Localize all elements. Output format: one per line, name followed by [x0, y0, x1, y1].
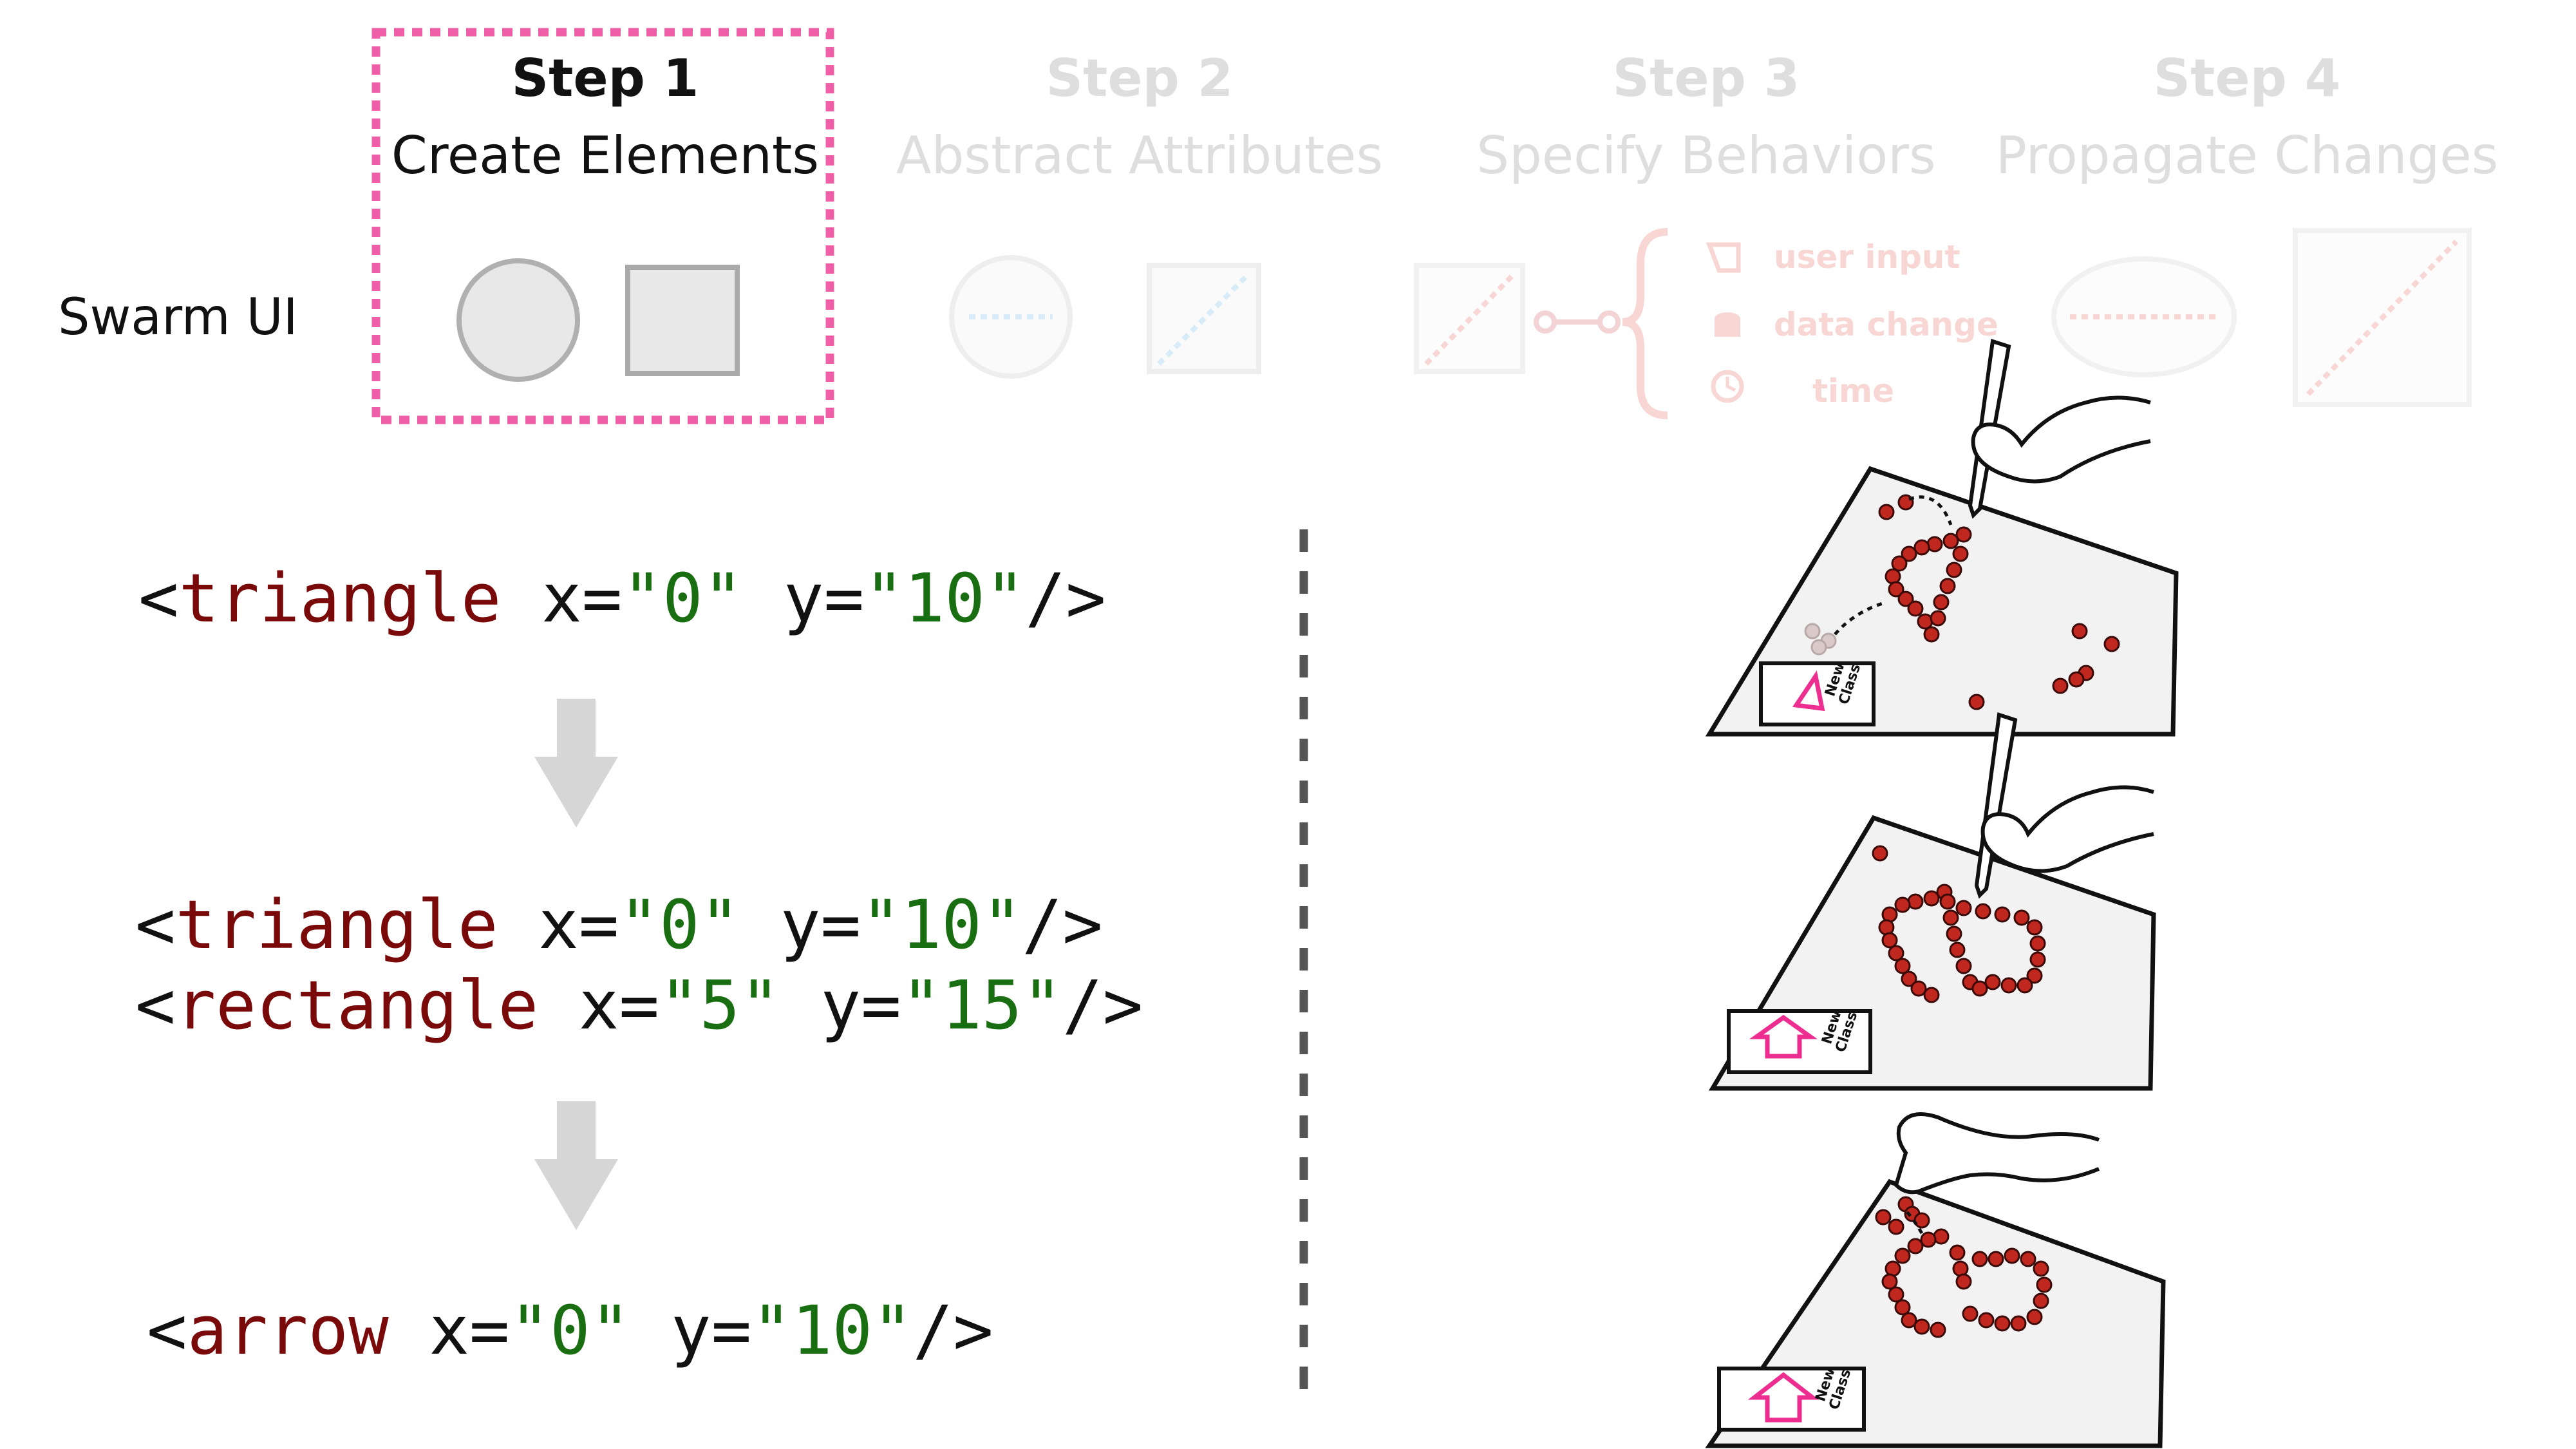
code-arrow: <arrow x="0" y="10"/> [147, 1291, 993, 1370]
moving-robots-ghost [1804, 623, 1837, 656]
curly-brace-icon [1622, 228, 1668, 419]
card-label-2: New Class [1819, 1005, 1861, 1054]
tabletop-panel-2 [1708, 712, 2156, 1091]
code-triangle-1: <triangle x="0" y="10"/> [138, 559, 1106, 638]
behavior-data-change: data change [1774, 306, 1998, 343]
arrow-class-icon [1747, 1372, 1819, 1423]
code-triangle-2: <triangle x="0" y="10"/> [135, 886, 1103, 964]
step-2-title: Step 2 [1046, 48, 1234, 108]
house-class-icon [1749, 1014, 1818, 1059]
step-2-subtitle: Abstract Attributes [896, 126, 1384, 185]
step-3-subtitle: Specify Behaviors [1476, 126, 1936, 185]
swarm-ui-label: Swarm UI [58, 289, 298, 346]
tabletop-surface-2 [1708, 815, 2156, 1091]
card-label-3: New Class [1812, 1363, 1854, 1412]
tabletop-surface-1 [1705, 466, 2179, 737]
connector-node-end-icon [1597, 310, 1621, 334]
triangle-class-icon [1792, 670, 1825, 712]
robot-swarm-2 [1872, 845, 2046, 1003]
step-3-title: Step 3 [1612, 48, 1800, 108]
square-shape-icon [625, 265, 740, 376]
move-path-arrow-1 [1834, 600, 1887, 636]
step-1-highlight-box [371, 28, 834, 424]
clock-icon [1711, 370, 1744, 403]
hand-icon-2 [1980, 785, 2154, 873]
move-path-arrow-3 [1904, 1209, 1924, 1235]
hand-icon-3 [1894, 1112, 2100, 1195]
robot-swarm-3 [1875, 1196, 2053, 1338]
robot-swarm-1 [1878, 494, 2120, 710]
down-arrow-1-icon [534, 699, 618, 828]
step-4-subtitle: Propagate Changes [1995, 126, 2499, 185]
behavior-user-input: user input [1774, 238, 1960, 276]
connector-node-start-icon [1534, 310, 1557, 334]
step-1-subtitle: Create Elements [391, 126, 820, 185]
propagate-diagonal-arrow-icon [2306, 240, 2458, 396]
hand-pointer-icon [1706, 242, 1741, 273]
behavior-time: time [1812, 372, 1895, 410]
square-diagonal-arrow-icon [1157, 272, 1251, 366]
circle-shape-icon [456, 258, 580, 382]
move-path-arrow-2 [1908, 495, 1953, 526]
behavior-square-diagonal-icon [1424, 272, 1516, 366]
step-1-title: Step 1 [511, 48, 699, 108]
clock-hands-icon [1725, 377, 1736, 392]
pen-icon-2 [1974, 712, 2018, 899]
steps-icon-row [371, 28, 2472, 424]
faded-circle-icon [949, 255, 1073, 379]
tabletop-panel-3 [1705, 1112, 2166, 1448]
code-rectangle: <rectangle x="5" y="15"/> [135, 966, 1143, 1045]
database-body-icon [1715, 319, 1740, 337]
step-4-title: Step 4 [2153, 48, 2341, 108]
card-label-1: New Class [1822, 658, 1864, 706]
tabletop-surface-3 [1705, 1179, 2166, 1448]
down-arrow-2-icon [534, 1101, 618, 1230]
